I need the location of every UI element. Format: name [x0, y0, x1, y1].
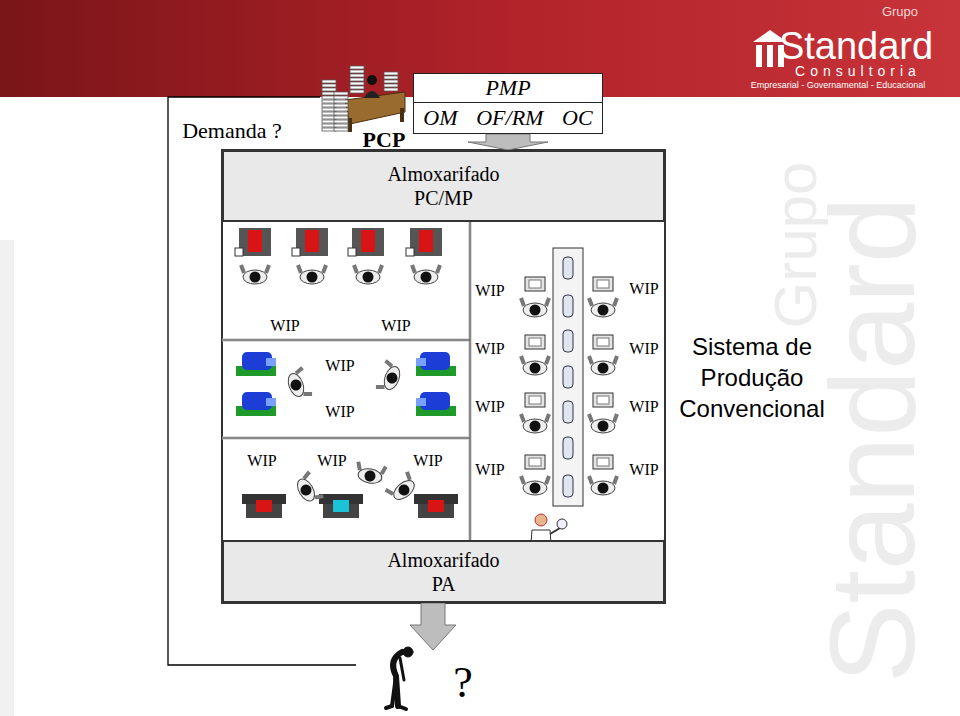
worker: [589, 476, 617, 495]
wip-label: WIP: [627, 339, 660, 359]
system-title: Sistema de Produção Convencional: [679, 331, 824, 424]
machine: [414, 494, 458, 518]
worker: [354, 265, 382, 284]
wip-label: WIP: [473, 460, 506, 480]
wip-label: WIP: [627, 279, 660, 299]
machine: [236, 392, 276, 416]
order-type: OC: [558, 103, 597, 133]
area-dividers: [222, 222, 470, 540]
machine: [406, 228, 442, 256]
workstation: [593, 335, 613, 349]
plan-title: PMP: [414, 74, 602, 103]
logo-sub: Consultoria: [795, 63, 921, 81]
workstation: [593, 277, 613, 291]
wip-label: WIP: [473, 339, 506, 359]
worker: [589, 298, 617, 317]
wip-label: WIP: [627, 460, 660, 480]
wip-label: WIP: [379, 316, 412, 336]
workstation: [525, 335, 545, 349]
wip-label: WIP: [473, 397, 506, 417]
machine: [348, 228, 384, 256]
machine: [235, 228, 271, 256]
worker: [298, 265, 326, 284]
warehouse-band: Almoxarifado PA: [222, 540, 665, 603]
worker: [589, 414, 617, 433]
worker: [521, 414, 549, 433]
machine: [292, 228, 328, 256]
warehouse-band: Almoxarifado PC/MP: [222, 150, 665, 222]
workstation: [525, 393, 545, 407]
worker: [241, 265, 269, 284]
worker: [285, 368, 312, 401]
wip-label: WIP: [323, 402, 356, 422]
flow-arrow: [468, 134, 548, 150]
worker: [293, 472, 323, 506]
machine: [242, 494, 286, 518]
slide-ground: [0, 97, 960, 716]
workstation: [593, 393, 613, 407]
demand-label: Demanda ?: [182, 117, 282, 145]
order-type: OF/RM: [472, 103, 547, 133]
worker: [355, 462, 386, 486]
output-arrow: [410, 603, 456, 650]
logo-areas: Empresarial - Governamental - Educaciona…: [751, 80, 926, 91]
wip-label: WIP: [411, 451, 444, 471]
machine: [416, 352, 456, 376]
worker: [521, 476, 549, 495]
wip-label: WIP: [268, 316, 301, 336]
conveyor: [553, 248, 583, 506]
worker: [376, 361, 403, 394]
factory-outline: [222, 150, 665, 603]
wip-label: WIP: [245, 451, 278, 471]
worker: [521, 298, 549, 317]
planning-desk: [322, 66, 405, 132]
wip-label: WIP: [323, 356, 356, 376]
workstation: [525, 455, 545, 469]
machine: [236, 352, 276, 376]
area-dividers-inner: [222, 222, 470, 540]
slide-edge: [0, 240, 14, 716]
worker: [589, 356, 617, 375]
wip-label: WIP: [473, 281, 506, 301]
customer-figure: [386, 647, 413, 709]
pcp-label: PCP: [363, 126, 406, 154]
machine: [416, 392, 456, 416]
logo-group: Grupo: [882, 4, 918, 20]
worker: [386, 472, 420, 505]
worker: [412, 265, 440, 284]
machine: [319, 494, 363, 518]
band-title: Almoxarifado PA: [374, 548, 514, 596]
plan-box: PMPOM OF/RM OC: [413, 73, 603, 134]
workstation: [525, 277, 545, 291]
watermark: Standard: [797, 196, 947, 683]
wip-label: WIP: [627, 397, 660, 417]
question-mark: ?: [453, 655, 473, 710]
band-title: Almoxarifado PC/MP: [374, 162, 514, 210]
worker: [521, 356, 549, 375]
order-type: OM: [419, 103, 461, 133]
wip-label: WIP: [315, 451, 348, 471]
workstation: [593, 455, 613, 469]
